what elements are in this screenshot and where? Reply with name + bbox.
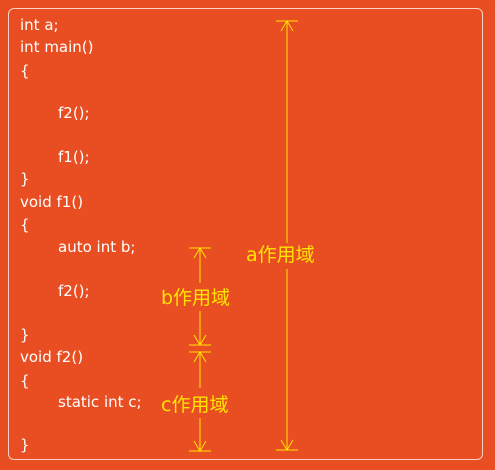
code-line-3: { (20, 62, 30, 80)
code-line-9: auto int b; (58, 238, 136, 256)
code-line-12: void f2() (20, 348, 84, 366)
code-frame (8, 8, 483, 460)
b-scope-label: b作用域 (161, 287, 231, 309)
code-line-2: int main() (20, 38, 94, 56)
code-line-15: } (20, 436, 30, 454)
a-scope-label: a作用域 (246, 244, 315, 266)
c-scope-down-arrowhead (193, 440, 207, 452)
code-line-4: f2(); (58, 104, 90, 122)
code-line-6: } (20, 170, 30, 188)
code-line-11: } (20, 326, 30, 344)
a-scope-down-arrowhead (280, 439, 294, 451)
c-scope-up-arrowhead (193, 351, 207, 363)
code-line-14: static int c; (58, 393, 142, 411)
code-line-13: { (20, 372, 30, 390)
a-scope-up-arrowhead (280, 20, 294, 32)
b-scope-down-arrowhead (193, 334, 207, 346)
code-line-5: f1(); (58, 148, 90, 166)
code-line-7: void f1() (20, 193, 84, 211)
code-line-1: int a; (20, 16, 59, 34)
code-line-10: f2(); (58, 282, 90, 300)
c-scope-label: c作用域 (161, 394, 229, 416)
code-line-8: { (20, 216, 30, 234)
b-scope-up-arrowhead (193, 247, 207, 259)
